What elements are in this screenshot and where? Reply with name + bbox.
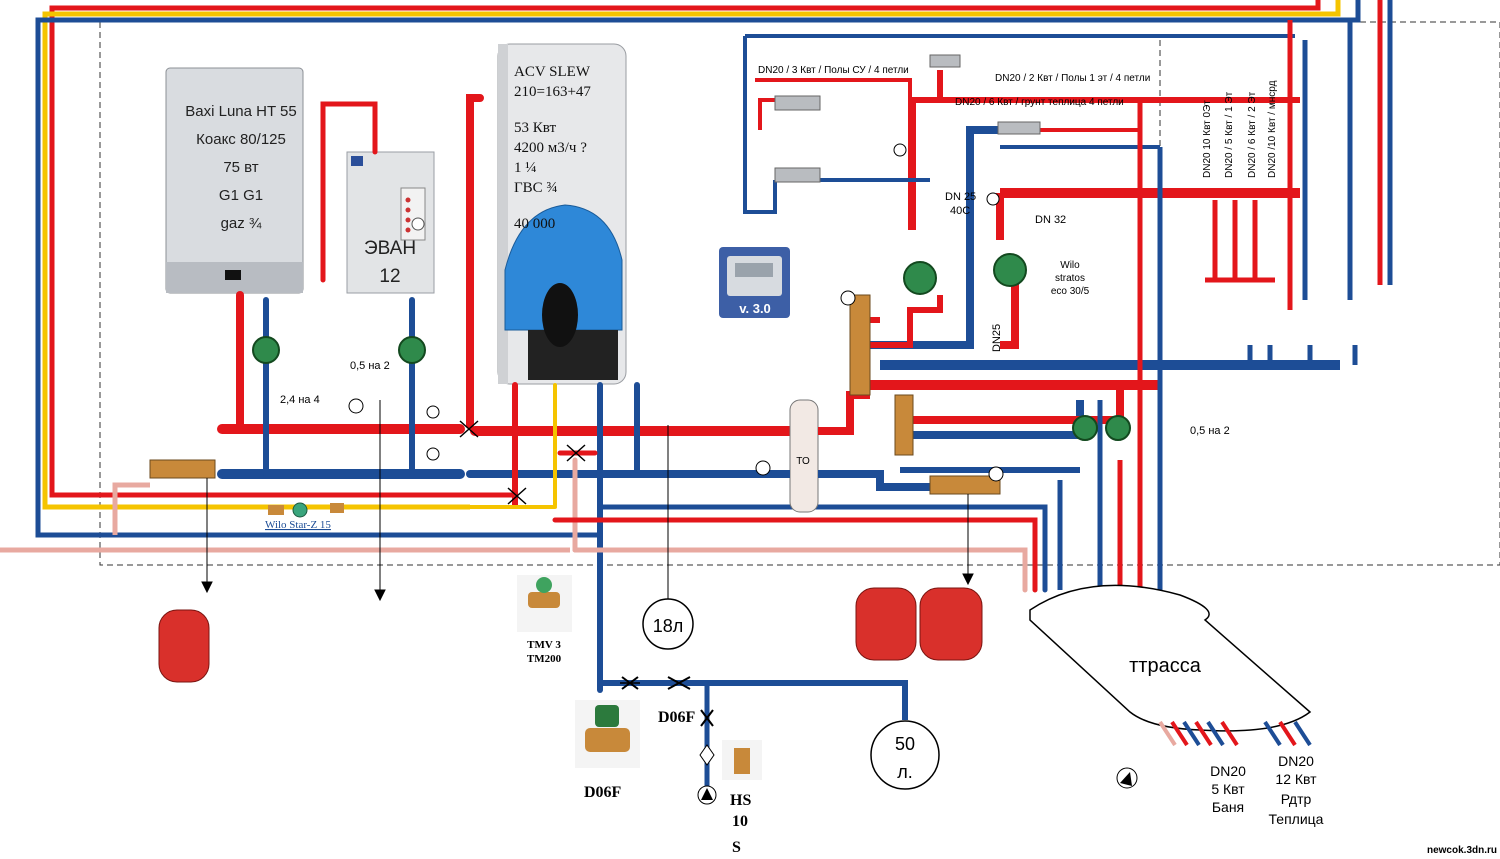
vessel-arrows [201,400,974,602]
pump-left-label: 2,4 на 4 [280,394,320,406]
hs-line1: HS [730,792,751,809]
tank-line4: 53 Квт [514,120,556,136]
banya-line3: Баня [1212,799,1244,815]
trassa-label: ттрасса [1129,655,1202,677]
mixing-valve-icon [459,420,586,505]
evan-boiler: ЭВАН 12 [346,151,435,294]
d06f-top-label: D06F [658,709,696,726]
wilo-star-label: Wilo Star-Z 15 [265,519,331,531]
teplica-line2: 12 Квт [1275,771,1317,787]
teplica-line3: Рдтр [1281,791,1312,807]
boiler-line2: Коакс 80/125 [196,131,286,148]
floor-circuit-2: DN20 / 2 Квт / Полы 1 эт / 4 петли [995,73,1150,84]
vessel-50: 50 л. [600,680,940,790]
teplica-line1: DN20 [1278,753,1314,769]
teplica-line4: Теплица [1269,811,1324,827]
controller: v. 3.0 [719,247,790,318]
vert-circuit-4: DN20 /10 Квт / мнсрд [1267,80,1278,178]
tmv-valve-photo [517,575,572,632]
dn25-40c-line1: DN 25 [945,191,976,203]
thermometer-icon [426,143,1000,461]
floor-circuit-3: DN20 / 6 Квт / грунт теплица 4 петли [955,97,1124,108]
watermark: newcok.3dn.ru [1427,845,1497,856]
d06f-bottom-label: D06F [584,784,622,801]
tank-line6: 1 ¼ [514,160,537,176]
to-label: ТО [796,456,810,467]
primary-pipes [217,94,1048,693]
wilo-stratos-line2: stratos [1055,273,1085,284]
pump-icon [252,253,1131,441]
wilo-stratos-line3: eco 30/5 [1051,286,1090,297]
evan-line1: ЭВАН [364,238,416,259]
trassa-pipeline: ттрасса [1029,584,1312,747]
vert-circuit-1: DN20 10 Квт 0Эт [1202,100,1213,178]
distribution-pipes [743,0,1393,590]
boiler-line4: G1 G1 [219,187,263,204]
boiler-line3: 75 вт [223,159,258,176]
evan-line2: 12 [379,266,400,287]
hs10s-photo [722,740,762,780]
boiler-line5: gaz ¾ [221,215,262,232]
wilo-star-z-pump [268,502,344,518]
tank-line7: ГВС ¾ [514,180,558,196]
tmv-line1: TMV 3 [527,639,561,651]
vessel-18-label: 18л [653,616,684,636]
pump-right-label: 0,5 на 2 [1190,425,1230,437]
vessel-50-line2: л. [897,762,913,782]
manifold-icon [149,54,1041,495]
tank-line1: ACV SLEW [514,64,591,80]
vessel-50-line1: 50 [895,734,915,754]
expansion-vessel-icon [158,587,983,683]
dn25-vertical-label: DN25 [991,324,1003,352]
tank-line2: 210=163+47 [514,84,591,100]
tmv-line2: TM200 [527,653,562,665]
wilo-stratos-line1: Wilo [1060,260,1080,271]
tank-line9: 40 000 [514,216,555,232]
left-edge-pipes [0,0,1361,553]
manometer-icon [348,290,1004,482]
tank-line5: 4200 м3/ч ? [514,140,587,156]
banya-line2: 5 Квт [1211,781,1245,797]
circulation-pump-symbol [1116,767,1138,789]
dhw-tank: ACV SLEW 210=163+47 53 Квт 4200 м3/ч ? 1… [497,43,627,385]
d06f-photo [575,700,640,768]
controller-version: v. 3.0 [739,301,771,316]
hs-line2: 10 [732,813,748,830]
cold-inlet [620,676,717,805]
dn25-40c-line2: 40C [950,205,970,217]
vert-circuit-2: DN20 / 5 Квт / 1 Эт [1224,91,1235,178]
boiler: Baxi Luna HT 55 Коакс 80/125 75 вт G1 G1… [165,67,304,294]
vert-circuit-3: DN20 / 6 Квт / 2 Эт [1247,91,1258,178]
hs-line3: S [732,839,741,856]
vessel-18: 18л [642,425,694,650]
pump-mid-label: 0,5 на 2 [350,360,390,372]
boiler-line1: Baxi Luna HT 55 [185,103,296,120]
floor-circuit-1: DN20 / 3 Квт / Полы СУ / 4 петли [758,65,909,76]
dn32-label: DN 32 [1035,214,1066,226]
banya-line1: DN20 [1210,763,1246,779]
